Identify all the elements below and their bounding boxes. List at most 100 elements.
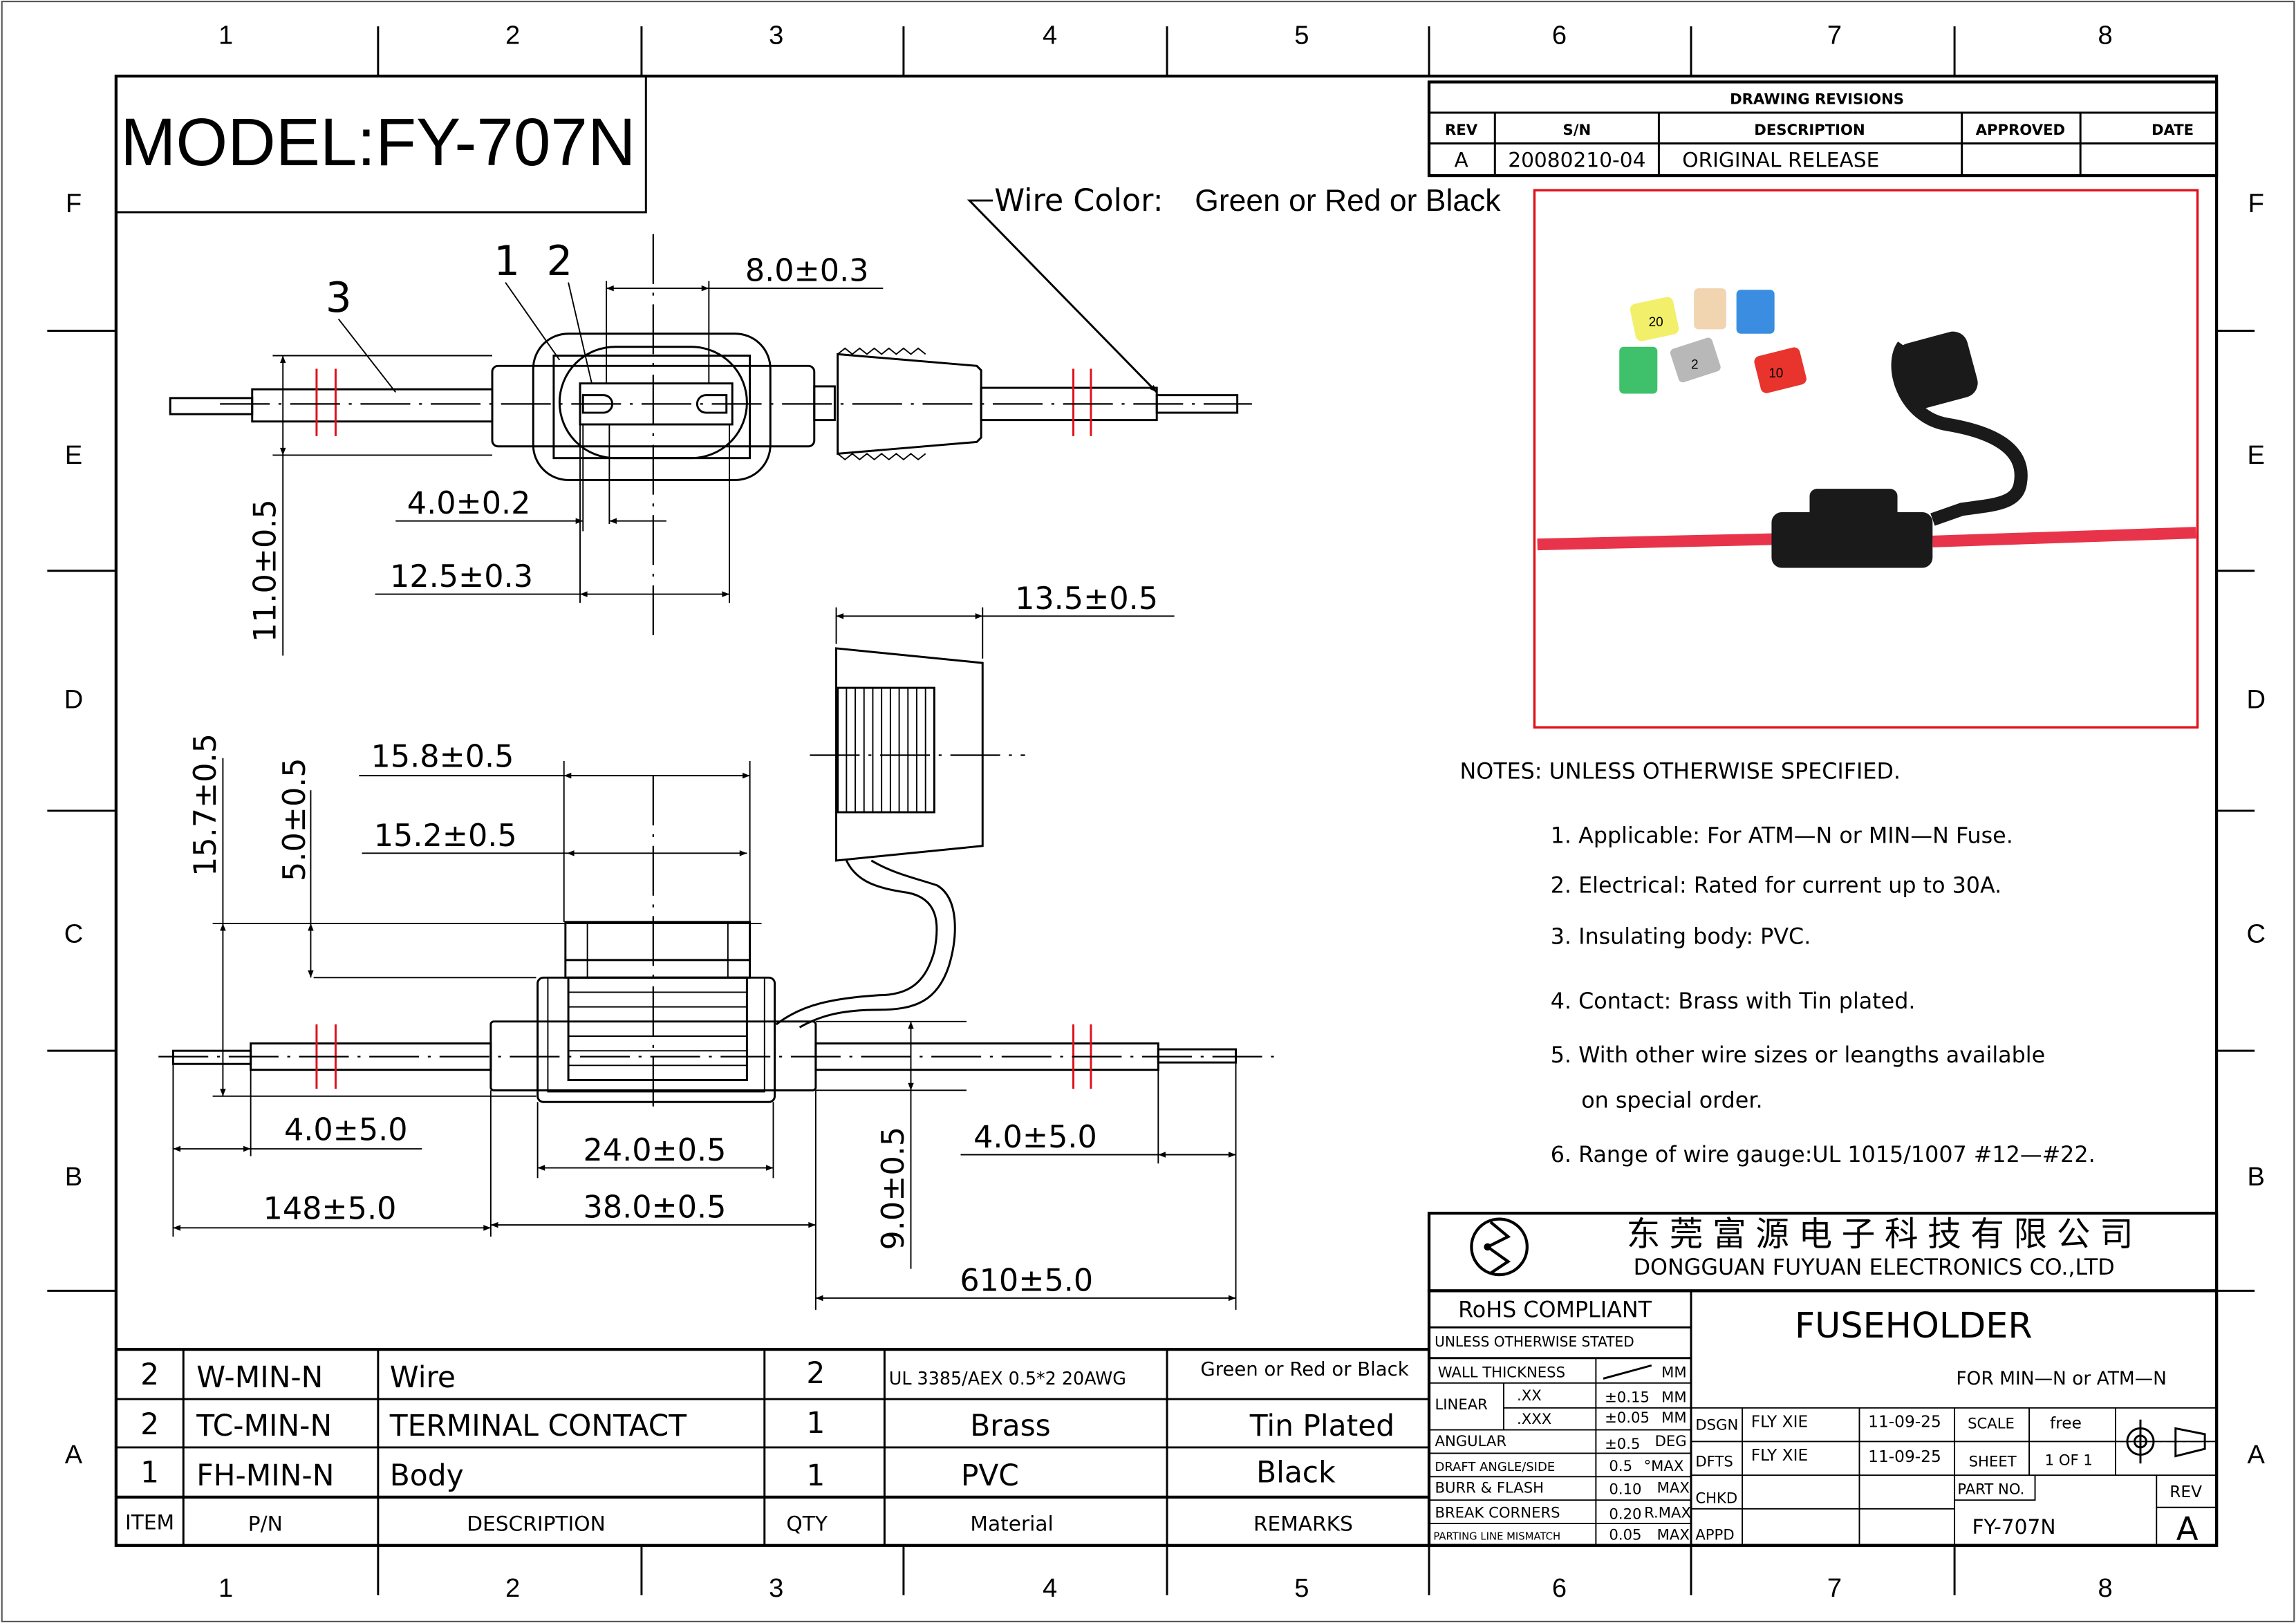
grid-col-1-bottom: 1 xyxy=(218,1574,233,1603)
signoff-dsgn-name: FLY XIE xyxy=(1751,1412,1808,1431)
tol-draft-unit: °MAX xyxy=(1644,1457,1684,1474)
rev-header-rev: REV xyxy=(1445,121,1478,138)
tol-draft-value: 0.5 xyxy=(1609,1457,1632,1474)
grid-col-3-bottom: 3 xyxy=(769,1574,783,1603)
scale-label: SCALE xyxy=(1968,1414,2015,1432)
company-block: 东 莞 富 源 电 子 科 技 有 限 公 司 DONGGUAN FUYUAN … xyxy=(1427,1212,2219,1293)
bom-row-1-material: UL 3385/AEX 0.5*2 20AWG xyxy=(889,1368,1126,1389)
tol-angular-value: ±0.5 xyxy=(1605,1435,1640,1452)
rohs-label: RoHS COMPLIANT xyxy=(1458,1298,1652,1323)
tol-break-label: BREAK CORNERS xyxy=(1435,1504,1560,1521)
product-photo: 20 2 10 xyxy=(1533,189,2199,729)
grid-col-8-top: 8 xyxy=(2098,21,2113,50)
dim-contact-pitch: 8.0±0.3 xyxy=(745,254,869,289)
grid-row-c-right: C xyxy=(2246,919,2266,948)
grid-row-a-right: A xyxy=(2248,1441,2266,1470)
fuseholder-photo-icon xyxy=(1537,331,2196,568)
grid-labels: 1 2 3 4 5 6 7 8 1 2 3 4 5 6 7 8 F E D C … xyxy=(64,21,2266,1603)
bom-row-1-pn: W-MIN-N xyxy=(196,1360,323,1394)
bom-row-3-pn: FH-MIN-N xyxy=(196,1458,334,1492)
grid-ticks xyxy=(47,26,2255,1595)
dim-strip-left: 4.0±5.0 xyxy=(284,1112,408,1147)
signoff-chkd-role: CHKD xyxy=(1695,1489,1737,1506)
tol-wall-label: WALL THICKNESS xyxy=(1438,1363,1565,1380)
grid-row-b-left: B xyxy=(65,1163,82,1192)
grid-row-d-right: D xyxy=(2246,686,2266,715)
tol-linear-label: LINEAR xyxy=(1435,1396,1488,1413)
side-view: 15.8±0.5 15.2±0.5 15.7±0.5 5.0±0.5 4.0±5… xyxy=(158,733,1274,1310)
grid-row-c-left: C xyxy=(64,919,84,948)
scale-value: free xyxy=(2050,1414,2082,1432)
notes: NOTES: UNLESS OTHERWISE SPECIFIED. 1. Ap… xyxy=(1459,759,2095,1167)
grid-row-e-right: E xyxy=(2248,441,2265,470)
bom-row-1-description: Wire xyxy=(390,1360,456,1394)
photo-frame xyxy=(1533,189,2199,729)
model-box xyxy=(115,75,647,214)
sheet-label: SHEET xyxy=(1969,1452,2017,1470)
note-4: 4. Contact: Brass with Tin plated. xyxy=(1551,989,1916,1014)
grid-col-6-top: 6 xyxy=(1552,21,1567,50)
grid-row-a-left: A xyxy=(65,1441,83,1470)
tol-angular-label: ANGULAR xyxy=(1435,1432,1506,1450)
tol-parting-unit: MAX xyxy=(1657,1526,1690,1543)
sheet-value: 1 OF 1 xyxy=(2045,1451,2093,1468)
tol-angular-unit: DEG xyxy=(1655,1432,1687,1450)
dim-wire-dia: 9.0±0.5 xyxy=(876,1127,911,1250)
rev-row-sn: 20080210-04 xyxy=(1508,147,1645,171)
tol-linear-xx-unit: MM xyxy=(1661,1388,1687,1405)
revisions-table: DRAWING REVISIONS REV S/N DESCRIPTION AP… xyxy=(1427,80,2219,178)
fuse-label-2: 2 xyxy=(1691,358,1699,373)
dim-strip-right: 4.0±5.0 xyxy=(973,1120,1097,1155)
note-5: 5. With other wire sizes or leangths ava… xyxy=(1551,1043,2045,1068)
tol-parting-label: PARTING LINE MISMATCH xyxy=(1433,1530,1560,1542)
rev-header-date: DATE xyxy=(2152,121,2194,138)
dim-window-length: 12.5±0.3 xyxy=(390,559,533,594)
bom-row-3-qty: 1 xyxy=(806,1458,825,1492)
bom-header-item: ITEM xyxy=(125,1510,174,1534)
dim-body-height: 11.0±0.5 xyxy=(248,499,283,642)
dim-cap-width: 13.5±0.5 xyxy=(1015,581,1158,617)
dim-inner-width: 15.2±0.5 xyxy=(374,818,517,854)
part-no-label: PART NO. xyxy=(1957,1481,2024,1498)
tol-linear-xxx: .XXX xyxy=(1517,1410,1551,1427)
bom-row-2-description: TERMINAL CONTACT xyxy=(389,1409,687,1443)
title-fuseholder: FUSEHOLDER xyxy=(1795,1305,2033,1346)
balloon-1: 1 xyxy=(494,237,520,285)
dim-total-height: 15.7±0.5 xyxy=(188,733,223,876)
grid-col-3-top: 3 xyxy=(769,21,783,50)
grid-row-d-left: D xyxy=(64,686,84,715)
signoff-dsgn-role: DSGN xyxy=(1695,1416,1738,1434)
unless-stated-label: UNLESS OTHERWISE STATED xyxy=(1435,1333,1634,1350)
dim-lead-left: 148±5.0 xyxy=(263,1192,397,1227)
title-block: RoHS COMPLIANT UNLESS OTHERWISE STATED F… xyxy=(1427,1289,2219,1547)
tol-linear-xxx-unit: MM xyxy=(1661,1409,1687,1426)
wire-color-value: Green or Red or Black xyxy=(1195,184,1501,218)
model-title: MODEL:FY-707N xyxy=(120,104,635,180)
grid-col-2-bottom: 2 xyxy=(505,1574,520,1603)
tol-linear-xx: .XX xyxy=(1517,1387,1542,1404)
tol-draft-label: DRAFT ANGLE/SIDE xyxy=(1435,1460,1555,1474)
tol-burr-unit: MAX xyxy=(1657,1479,1690,1497)
bom-row-1-item: 2 xyxy=(140,1358,159,1391)
revisions-title: DRAWING REVISIONS xyxy=(1730,90,1904,107)
bom-row-2-item: 2 xyxy=(140,1407,159,1441)
note-1: 1. Applicable: For ATM—N or MIN—N Fuse. xyxy=(1551,824,2013,849)
top-view: 1 2 3 8.0±0.3 4.0±0.2 12.5±0.3 11.0±0.5 xyxy=(169,234,1252,656)
balloon-2: 2 xyxy=(547,237,573,285)
grid-row-f-right: F xyxy=(2248,189,2264,218)
wire-color-callout: Wire Color: Green or Red or Black xyxy=(967,183,1501,393)
tol-burr-value: 0.10 xyxy=(1609,1481,1641,1498)
bom-header-material: Material xyxy=(970,1512,1053,1536)
part-no-value: FY-707N xyxy=(1972,1514,2055,1539)
wire-color-label: Wire Color: xyxy=(994,183,1163,218)
grid-col-5-top: 5 xyxy=(1294,21,1309,50)
note-3: 3. Insulating body: PVC. xyxy=(1551,925,1811,950)
fuse-label-10: 10 xyxy=(1768,366,1783,381)
bom-row-1-qty: 2 xyxy=(806,1356,825,1390)
dim-blade-width: 4.0±0.2 xyxy=(407,486,531,521)
bom-row-2-material: Brass xyxy=(970,1409,1051,1443)
signoff-dfts-date: 11-09-25 xyxy=(1868,1447,1941,1466)
grid-row-e-left: E xyxy=(65,441,82,470)
grid-col-8-bottom: 8 xyxy=(2098,1574,2113,1603)
